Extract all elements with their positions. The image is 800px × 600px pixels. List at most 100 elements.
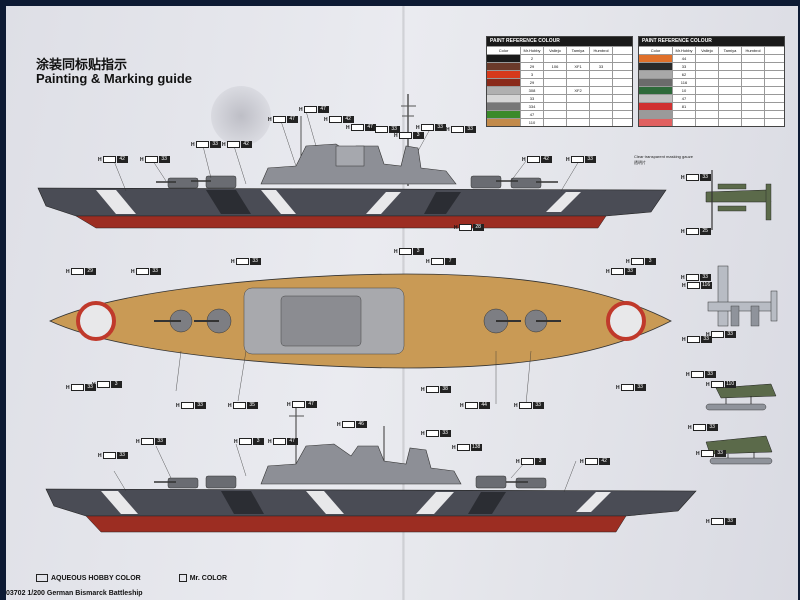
paint-swatch xyxy=(639,63,673,70)
callout-prefix: H xyxy=(706,381,710,388)
paint-cell xyxy=(742,63,765,70)
callout-box-icon xyxy=(710,518,724,525)
callout-number: 33 xyxy=(724,331,736,338)
paint-cell: 47 xyxy=(673,95,696,102)
callout-number: 29 xyxy=(84,268,96,275)
callout-prefix: H xyxy=(514,402,518,409)
legend-aqueous-label: AQUEOUS HOBBY COLOR xyxy=(51,574,141,582)
paint-cell xyxy=(567,95,590,102)
callout-prefix: H xyxy=(516,458,520,465)
paint-cell xyxy=(590,79,613,86)
paint-cell xyxy=(719,55,742,62)
callout-prefix: H xyxy=(421,386,425,393)
color-legend: AQUEOUS HOBBY COLOR Mr. COLOR xyxy=(36,574,227,582)
callout-box-icon xyxy=(430,258,444,265)
paint-cell: 44 xyxy=(673,55,696,62)
paint-cell xyxy=(567,119,590,126)
title-chinese: 涂装同标贴指示 xyxy=(36,57,128,72)
callout-number: 33 xyxy=(439,430,451,437)
callout-number: 33 xyxy=(706,424,718,431)
callout-box-icon xyxy=(584,458,598,465)
callout-number: 47 xyxy=(317,106,329,113)
paint-cell: 110 xyxy=(521,119,544,126)
leader-lines xyxy=(113,110,580,493)
callout-number: 33 xyxy=(704,371,716,378)
callout-number: 33 xyxy=(158,156,170,163)
callout-box-icon xyxy=(140,438,154,445)
legend-mr-label: Mr. COLOR xyxy=(189,574,228,582)
callout-prefix: H xyxy=(681,228,685,235)
ship-deck-view xyxy=(49,273,672,369)
paint-row: 10 xyxy=(639,86,784,94)
instruction-sheet: 涂装同标贴指示 Painting & Marking guide PAINT R… xyxy=(6,6,798,600)
paint-cell xyxy=(719,63,742,70)
col-mrhobby: Mr.Hobby xyxy=(673,47,696,54)
paint-cell xyxy=(742,71,765,78)
callout-box-icon xyxy=(692,424,706,431)
callout-box-icon xyxy=(526,156,540,163)
callout-number: 33 xyxy=(532,402,544,409)
callout-prefix: H xyxy=(98,452,102,459)
paint-row: 29 xyxy=(487,78,632,86)
paint-swatch xyxy=(487,111,521,118)
paint-cell xyxy=(742,103,765,110)
callout-box-icon xyxy=(303,106,317,113)
callout-box-icon xyxy=(238,438,252,445)
paint-row xyxy=(639,118,784,126)
paint-cell: 334 xyxy=(521,103,544,110)
callout-box-icon xyxy=(425,386,439,393)
callout-prefix: H xyxy=(346,124,350,131)
callout-number: 7 xyxy=(444,258,456,265)
callout-prefix: H xyxy=(580,458,584,465)
paint-row: 62 xyxy=(639,70,784,78)
col-vallejo: Vallejo xyxy=(544,47,567,54)
paint-cell xyxy=(719,71,742,78)
legend-mr: Mr. COLOR xyxy=(178,574,228,582)
paint-swatch xyxy=(487,55,521,62)
aqueous-box-icon xyxy=(36,574,48,582)
callout-number: 33 xyxy=(624,268,636,275)
callout-number: 33 xyxy=(699,274,711,281)
paint-cell xyxy=(719,103,742,110)
paint-cell xyxy=(696,95,719,102)
callout-box-icon xyxy=(135,268,149,275)
callout-box-icon xyxy=(685,274,699,281)
paint-cell xyxy=(567,55,590,62)
paint-cell xyxy=(719,119,742,126)
col-color: Color xyxy=(487,47,521,54)
callout-number: 42 xyxy=(240,141,252,148)
paint-swatch xyxy=(487,79,521,86)
callout-box-icon xyxy=(464,402,478,409)
callout-number: 33 xyxy=(388,126,400,133)
callout-number: 33 xyxy=(209,141,221,148)
callout-prefix: H xyxy=(222,141,226,148)
col-tamiya: Tamiya xyxy=(719,47,742,54)
paint-cell xyxy=(742,95,765,102)
callout-number: 33 xyxy=(116,452,128,459)
callout-number: 33 xyxy=(699,174,711,181)
paint-cell: 116 xyxy=(673,79,696,86)
paint-swatch xyxy=(487,95,521,102)
paint-cell: 33 xyxy=(590,63,613,70)
callout-number: 33 xyxy=(434,124,446,131)
callout-prefix: H xyxy=(416,124,420,131)
paint-cell xyxy=(590,103,613,110)
paint-row: 81 xyxy=(639,102,784,110)
paint-swatch xyxy=(487,103,521,110)
callout-number: 3 xyxy=(644,258,656,265)
callout-box-icon xyxy=(226,141,240,148)
callout-prefix: H xyxy=(370,126,374,133)
paint-cell: 29 xyxy=(521,79,544,86)
paint-cell: 33 xyxy=(521,95,544,102)
